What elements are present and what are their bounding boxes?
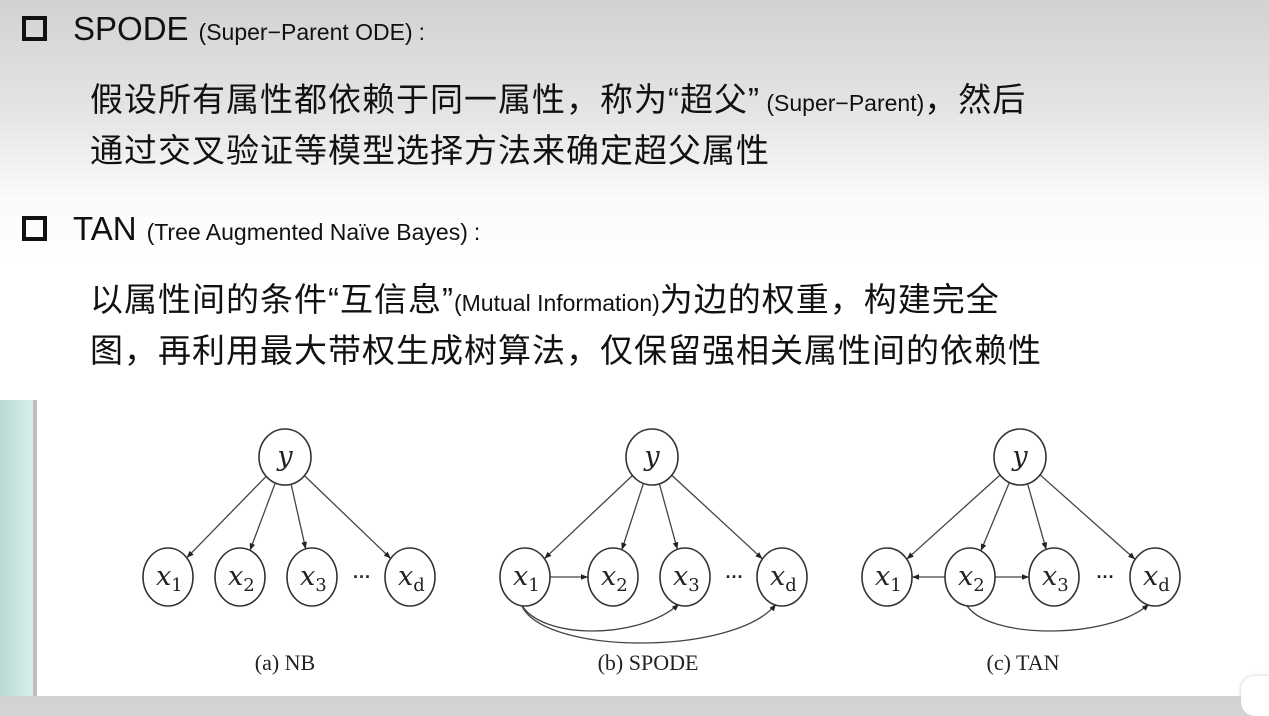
edge-y-x1: [543, 474, 633, 560]
node-label: x3: [300, 561, 327, 596]
node-x3: x3: [286, 547, 338, 607]
node-x3: x3: [659, 547, 711, 607]
text: 假设所有属性都依赖于同一属性，称为“超父”: [90, 81, 760, 118]
node-y: y: [993, 428, 1047, 486]
side-panel: [0, 400, 37, 696]
square-bullet-icon: [22, 16, 47, 41]
tan-description: 以属性间的条件“互信息”(Mutual Information)为边的权重，构建…: [90, 276, 1042, 375]
diagram-caption: (c) TAN: [987, 650, 1060, 675]
edge-y-xd: [1039, 474, 1136, 560]
text: 为边的权重，构建完全: [659, 281, 1000, 318]
bayes-network-diagrams: y x1 x2 x3 xd ··· (a) NB y x1 x2 x3 xd ··· (b) SPODE y…: [142, 428, 1181, 675]
node-x1: x1: [861, 547, 913, 607]
edge-y-x1: [186, 475, 267, 559]
edge-y-x3: [290, 484, 307, 550]
node-x1: x1: [142, 547, 194, 607]
edge-y-x2: [249, 482, 276, 551]
node-label: y: [276, 441, 293, 472]
text: 通过交叉验证等模型选择方法来确定超父属性: [90, 132, 770, 169]
edge-y-x1: [906, 474, 1001, 560]
node-label: x2: [958, 561, 985, 596]
node-y: y: [625, 428, 679, 486]
colon: :: [418, 19, 426, 45]
edge-y-x3: [1026, 483, 1047, 550]
node-label: x3: [673, 561, 700, 596]
edge-y-xd: [671, 474, 763, 560]
node-label: x2: [601, 561, 628, 596]
tan-title: TAN: [73, 210, 137, 247]
node-xd: xd: [384, 547, 436, 607]
diagram-caption: (b) SPODE: [598, 650, 699, 675]
ellipsis: ···: [353, 567, 371, 587]
edge-x2-xd: [965, 603, 1150, 632]
node-x2: x2: [587, 547, 639, 607]
text-en: (Super−Parent): [759, 90, 925, 116]
square-bullet-icon: [22, 216, 47, 241]
edge-y-xd: [303, 475, 392, 559]
edge-y-x2: [980, 482, 1010, 552]
spode-subtitle: (Super−Parent ODE): [198, 19, 413, 45]
node-x3: x3: [1028, 547, 1080, 607]
bullet-spode: SPODE (Super−Parent ODE) :: [22, 10, 425, 48]
spode-description: 假设所有属性都依赖于同一属性，称为“超父” (Super−Parent)，然后 …: [90, 76, 1026, 175]
colon: :: [473, 219, 481, 245]
node-label: x1: [513, 561, 540, 596]
text: 以属性间的条件“互信息”: [90, 281, 454, 318]
spode-title: SPODE: [73, 10, 189, 47]
node-xd: xd: [1129, 547, 1181, 607]
edge-y-x2: [621, 483, 645, 551]
corner-widget: [1241, 676, 1269, 716]
text-en: (Mutual Information): [453, 290, 660, 316]
text: ，然后: [924, 81, 1027, 118]
node-x2: x2: [214, 547, 266, 607]
edge-x1-xd: [520, 603, 777, 644]
node-label: x2: [228, 561, 255, 596]
node-label: y: [1011, 441, 1028, 472]
node-label: xd: [1143, 561, 1170, 596]
edge-y-x3: [658, 483, 679, 550]
tan-subtitle: (Tree Augmented Naïve Bayes): [146, 219, 468, 245]
ellipsis: ···: [1097, 567, 1115, 587]
node-label: x1: [875, 561, 902, 596]
bullet-tan: TAN (Tree Augmented Naïve Bayes) :: [22, 210, 480, 248]
node-x2: x2: [944, 547, 996, 607]
node-x1: x1: [499, 547, 551, 607]
node-label: xd: [398, 561, 425, 596]
node-label: xd: [770, 561, 797, 596]
node-xd: xd: [756, 547, 808, 607]
node-y: y: [258, 428, 312, 486]
node-label: y: [643, 441, 660, 472]
node-label: x3: [1042, 561, 1069, 596]
text: 图，再利用最大带权生成树算法，仅保留强相关属性间的依赖性: [90, 332, 1042, 369]
edge-x1-x3: [520, 603, 680, 632]
node-label: x1: [156, 561, 183, 596]
diagram-caption: (a) NB: [255, 650, 315, 675]
ellipsis: ···: [726, 567, 744, 587]
